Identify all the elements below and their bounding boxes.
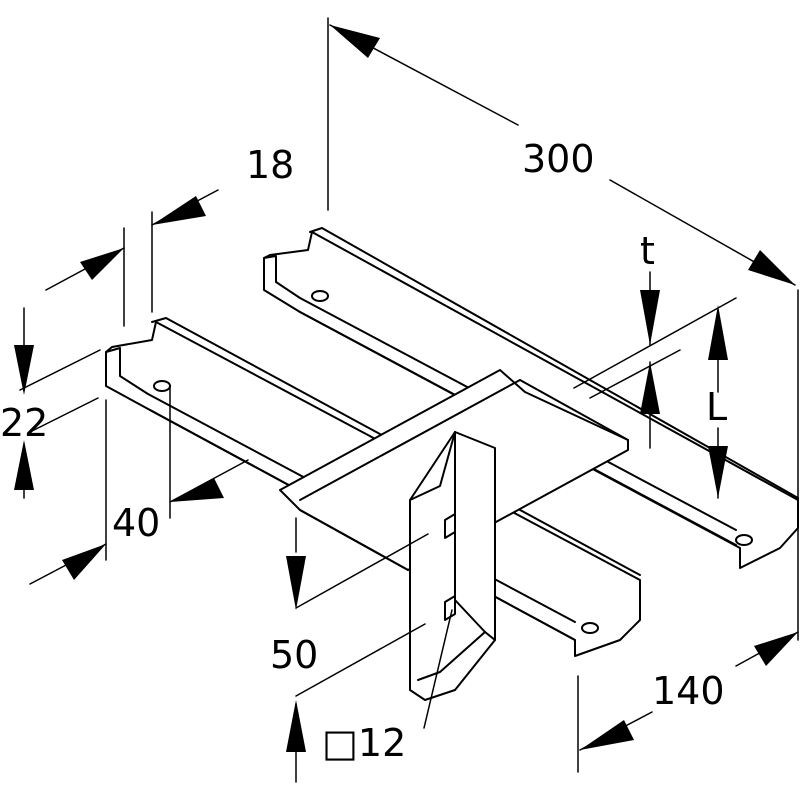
dimension-140 [577, 631, 799, 773]
dimension-40 [29, 384, 249, 585]
dimension-40-label: 40 [112, 501, 160, 545]
dimension-L [708, 305, 728, 499]
dimension-140-label: 140 [652, 669, 725, 713]
dimension-22 [14, 307, 101, 499]
dimension-22-label: 22 [0, 401, 48, 445]
dimension-t [573, 271, 737, 449]
dimension-t-label: t [640, 229, 655, 273]
dimension-300 [327, 17, 799, 641]
vertical-hanger [409, 431, 496, 701]
dimension-square-12 [423, 609, 453, 729]
dimension-L-label: L [706, 385, 727, 429]
dimension-square-12-label: □12 [322, 721, 406, 765]
dimension-50-label: 50 [270, 633, 318, 677]
dimension-300-label: 300 [522, 137, 595, 181]
dimension-18-label: 18 [246, 143, 294, 187]
dimension-50 [286, 517, 429, 783]
dimension-18 [45, 189, 219, 327]
